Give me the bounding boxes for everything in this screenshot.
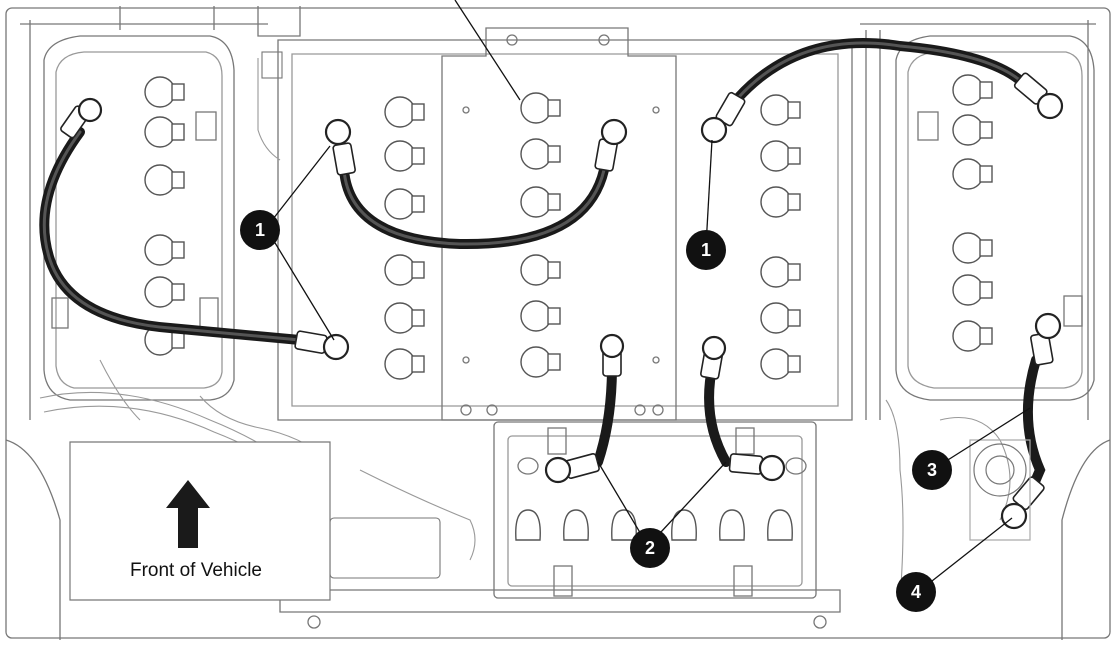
battery-post [520, 138, 552, 170]
battery-post-tab [787, 101, 801, 119]
battery-post [611, 509, 637, 541]
battery-post-tab [979, 165, 993, 183]
battery-post-tab [547, 261, 561, 279]
cable-terminals [60, 72, 1064, 530]
svg-text:3: 3 [927, 460, 937, 480]
svg-text:1: 1 [701, 240, 711, 260]
battery-post-tab [171, 83, 185, 101]
battery-post [384, 96, 416, 128]
battery-post-tab [547, 307, 561, 325]
battery-post-tab [787, 147, 801, 165]
battery-post [144, 116, 176, 148]
battery-post-tab [411, 103, 425, 121]
battery-post [384, 254, 416, 286]
battery-post-tab [979, 239, 993, 257]
cable-main-negative [1022, 355, 1046, 489]
battery-post [952, 114, 984, 146]
battery-post [760, 348, 792, 380]
arrow-up-icon [166, 480, 210, 548]
battery-post [520, 346, 552, 378]
battery-post-tab [171, 283, 185, 301]
svg-text:4: 4 [911, 582, 921, 602]
battery-post-tab [171, 331, 185, 349]
battery-cables [39, 38, 1046, 489]
battery-post-tab [787, 355, 801, 373]
front-of-vehicle-label: Front of Vehicle [130, 560, 262, 581]
battery-post [384, 348, 416, 380]
battery-post [952, 274, 984, 306]
battery-post-tab [979, 121, 993, 139]
battery-post [520, 254, 552, 286]
battery-post-tab [547, 145, 561, 163]
battery-post-tab [547, 99, 561, 117]
battery-post-tab [411, 261, 425, 279]
callout-4: 4 [896, 572, 936, 612]
cable-lower-right [704, 363, 731, 467]
battery-post [760, 94, 792, 126]
battery-post [144, 234, 176, 266]
battery-post-tab [547, 353, 561, 371]
battery-post-tab [979, 281, 993, 299]
battery-post [719, 509, 745, 541]
front-of-vehicle-panel [69, 441, 331, 601]
battery-post [952, 320, 984, 352]
battery-post [520, 300, 552, 332]
battery-post-tab [787, 193, 801, 211]
front-of-vehicle-indicator: Front of Vehicle [130, 480, 262, 581]
battery-post-tab [411, 355, 425, 373]
battery-post-tab [979, 327, 993, 345]
battery-post [520, 92, 552, 124]
callout-3: 3 [912, 450, 952, 490]
cable-jumper-center [339, 165, 609, 250]
battery-post [144, 164, 176, 196]
battery-post [952, 74, 984, 106]
battery-post-tab [171, 241, 185, 259]
callout-1-left: 1 [240, 210, 280, 250]
battery-post-tab [411, 309, 425, 327]
svg-text:1: 1 [255, 220, 265, 240]
battery-post-tab [411, 195, 425, 213]
battery-post-tab [171, 123, 185, 141]
battery-post [767, 509, 793, 541]
battery-post [952, 158, 984, 190]
battery-post [384, 140, 416, 172]
battery-post [760, 256, 792, 288]
battery-post [760, 302, 792, 334]
battery-post-tab [787, 309, 801, 327]
chassis-frame [5, 6, 1111, 640]
motor-connection [969, 439, 1031, 541]
battery-post [144, 76, 176, 108]
battery-post-tab [547, 193, 561, 211]
battery-post [563, 509, 589, 541]
svg-text:2: 2 [645, 538, 655, 558]
battery-post-tab [171, 171, 185, 189]
battery-post [515, 509, 541, 541]
battery-post [144, 276, 176, 308]
battery-post [952, 232, 984, 264]
battery-post-tab [787, 263, 801, 281]
leader-lines [265, 0, 1031, 593]
battery-post [760, 140, 792, 172]
battery-post [384, 302, 416, 334]
callout-1-right: 1 [686, 230, 726, 270]
battery-post-tab [979, 81, 993, 99]
right-battery-tray [895, 35, 1095, 401]
battery-post [520, 186, 552, 218]
battery-post [384, 188, 416, 220]
left-battery-tray [43, 35, 235, 401]
battery-posts [144, 74, 993, 541]
lower-battery-tray [279, 421, 841, 629]
callout-2: 2 [630, 528, 670, 568]
battery-post [760, 186, 792, 218]
battery-post [671, 509, 697, 541]
battery-post-tab [411, 147, 425, 165]
cable-lower-left [593, 361, 617, 467]
